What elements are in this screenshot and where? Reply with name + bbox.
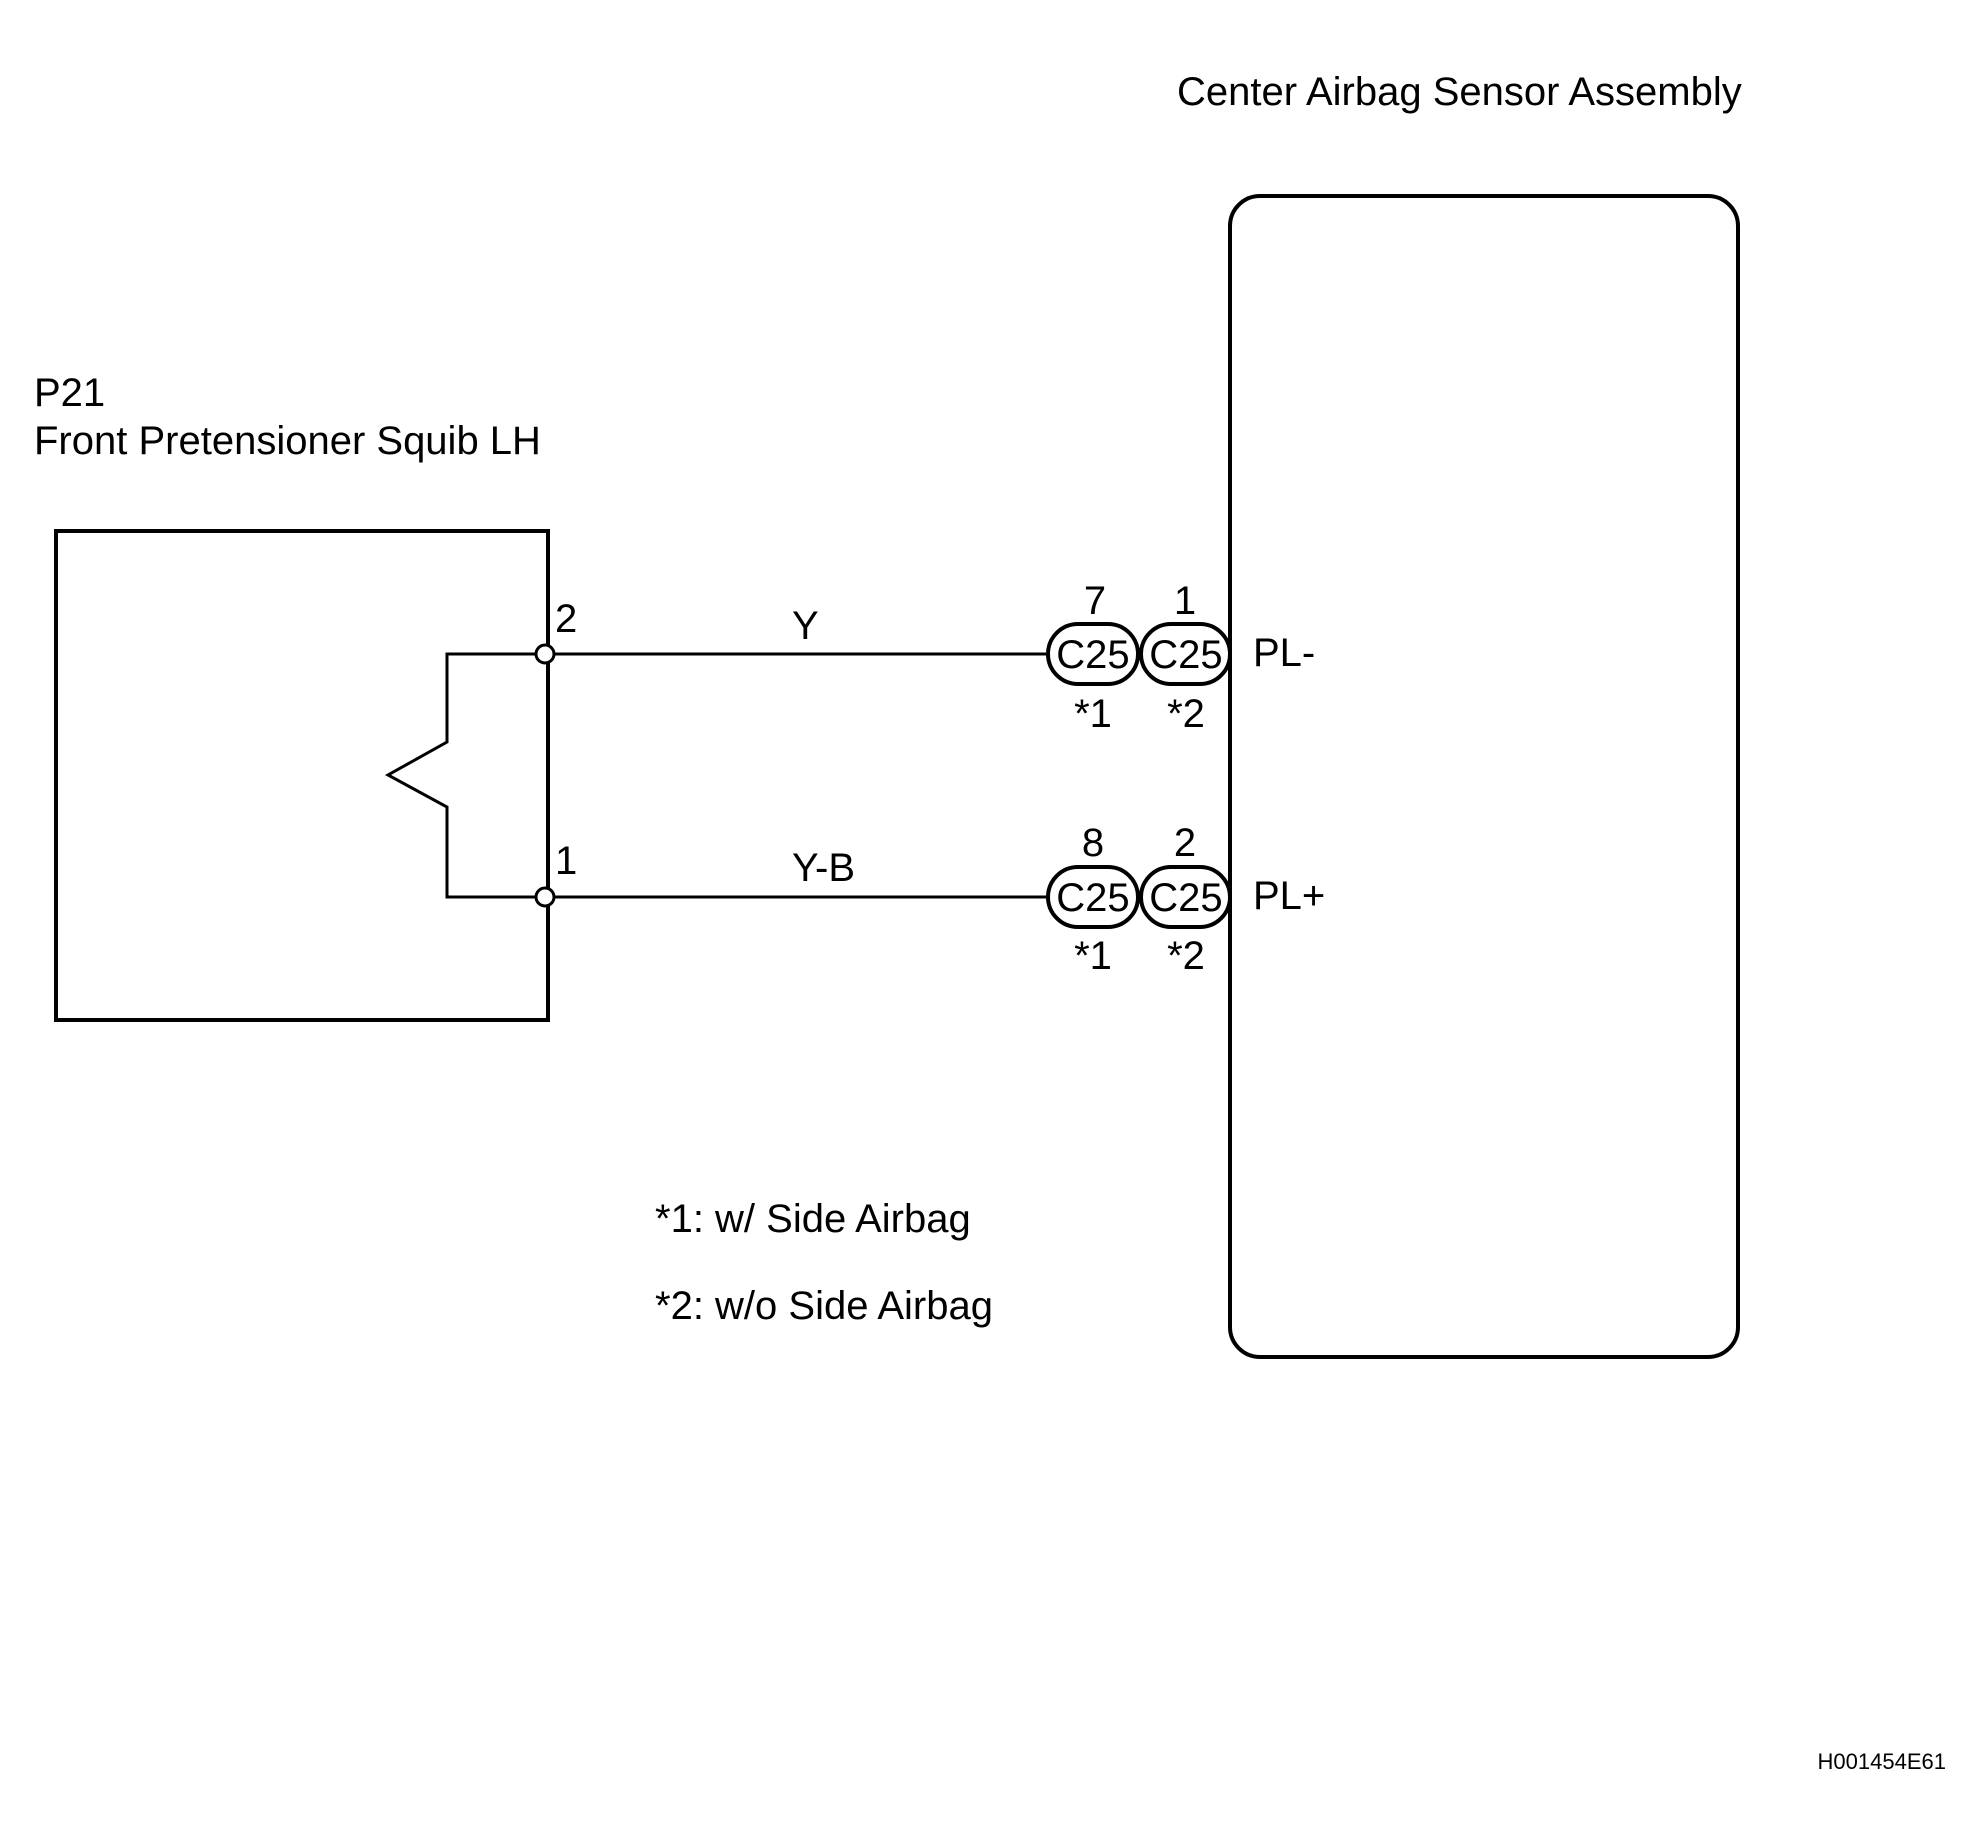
connector-lower-2-pin: 2	[1174, 821, 1196, 865]
connector-lower-1-pin: 8	[1082, 821, 1104, 865]
note-1: *1: w/ Side Airbag	[655, 1197, 971, 1241]
connector-lower-2-note: *2	[1167, 934, 1205, 978]
sensor-assembly-box	[1228, 194, 1740, 1359]
sensor-terminal-pl-minus: PL-	[1253, 631, 1315, 675]
sensor-title: Center Airbag Sensor Assembly	[1177, 70, 1742, 114]
squib-pin-upper: 2	[555, 597, 577, 641]
squib-pin-lower: 1	[555, 839, 577, 883]
squib-terminal-upper	[534, 643, 556, 665]
sensor-terminal-pl-plus: PL+	[1253, 874, 1325, 918]
connector-upper-2-pin: 1	[1174, 579, 1196, 623]
connector-lower-1	[1046, 865, 1140, 929]
connector-upper-1-name: C25	[1056, 633, 1129, 677]
connector-lower-2-name: C25	[1149, 876, 1222, 920]
squib-terminal-lower	[534, 886, 556, 908]
connector-lower-1-note: *1	[1074, 934, 1112, 978]
squib-title: Front Pretensioner Squib LH	[34, 419, 541, 463]
connector-upper-2	[1139, 622, 1232, 686]
squib-box	[54, 529, 550, 1022]
connector-upper-1-pin: 7	[1084, 579, 1106, 623]
squib-code: P21	[34, 371, 105, 415]
squib-element	[384, 652, 545, 899]
connector-upper-2-name: C25	[1149, 633, 1222, 677]
connector-lower-1-name: C25	[1056, 876, 1129, 920]
connector-upper-2-note: *2	[1167, 692, 1205, 736]
connector-lower-2	[1139, 865, 1232, 929]
wire-label-lower: Y-B	[792, 846, 855, 890]
figure-code: H001454E61	[1818, 1749, 1946, 1774]
connector-upper-1-note: *1	[1074, 692, 1112, 736]
wire-label-upper: Y	[792, 604, 819, 648]
connector-upper-1	[1046, 622, 1140, 686]
note-2: *2: w/o Side Airbag	[655, 1284, 993, 1328]
